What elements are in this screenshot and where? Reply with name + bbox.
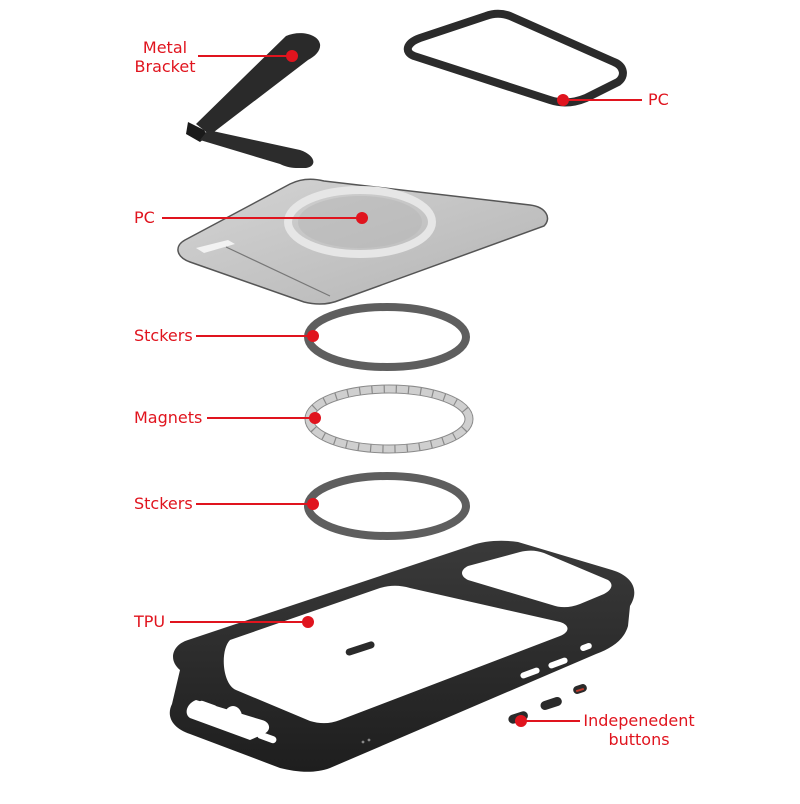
callout-stickers-bottom — [196, 498, 319, 510]
label-metal-bracket: Metal Bracket — [132, 38, 198, 76]
stickers-top-part — [304, 303, 470, 371]
label-pc-plate: PC — [134, 208, 155, 227]
label-metal-bracket-line1: Metal — [142, 38, 188, 57]
tpu-case-part — [169, 540, 635, 772]
label-stickers-top: Stckers — [134, 326, 193, 345]
label-tpu: TPU — [134, 612, 166, 631]
label-stickers-bottom: Stckers — [134, 494, 193, 513]
label-pc-frame: PC — [648, 90, 669, 109]
label-metal-bracket-line2: Bracket — [134, 57, 196, 76]
metal-bracket-part — [186, 33, 321, 168]
callout-independent-buttons — [515, 715, 580, 727]
stickers-bottom-part — [304, 472, 470, 540]
callout-metal-bracket — [198, 50, 298, 62]
pc-plate-part — [177, 178, 549, 305]
callout-pc-frame — [557, 94, 642, 106]
callout-tpu — [170, 616, 314, 628]
pc-frame-part — [403, 9, 627, 107]
label-magnets: Magnets — [134, 408, 203, 427]
magnets-part — [304, 384, 474, 454]
callout-magnets — [207, 412, 321, 424]
label-independent-buttons: Indepenedent buttons — [580, 711, 698, 749]
callout-pc-plate — [162, 212, 368, 224]
label-independent-buttons-line1: Indepenedent — [583, 711, 695, 730]
label-independent-buttons-line2: buttons — [608, 730, 670, 749]
callout-stickers-top — [196, 330, 319, 342]
